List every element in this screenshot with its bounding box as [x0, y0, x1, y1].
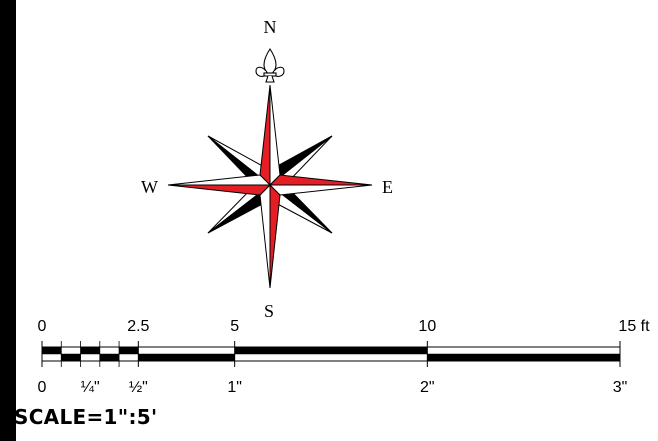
south-label: S [264, 301, 274, 321]
scale-caption: SCALE=1":5' [14, 405, 158, 429]
scale-fine-division [61, 354, 81, 361]
scale-bottom-tick-label: ¼" [81, 379, 100, 396]
scale-bottom-tick-labels: 0 ¼" ½" 1" 2" 3" [38, 379, 628, 396]
east-point-white [268, 184, 373, 196]
east-point-red [268, 174, 373, 186]
scale-segment-2-3-bottom [427, 354, 620, 361]
scale-top-tick-label: 2.5 [127, 318, 149, 335]
scale-top-tick-labels: 0 2.5 5 10 15 ft [38, 318, 651, 335]
north-point-white [269, 84, 281, 187]
scale-bottom-tick-label: ½" [129, 379, 148, 396]
scale-bar: 0 2.5 5 10 15 ft 0 ¼" ½" 1" 2" 3" [38, 318, 651, 396]
scale-fine-division [119, 347, 139, 354]
west-point-red [167, 184, 272, 196]
east-label: E [382, 177, 393, 197]
scale-bottom-tick-label: 1" [227, 379, 242, 396]
compass-rose: N S E W [141, 17, 393, 321]
scale-top-tick-label: 5 [230, 318, 239, 335]
scale-fine-division [99, 354, 120, 361]
scale-bottom-tick-label: 3" [613, 379, 628, 396]
fleur-de-lis-icon [255, 48, 285, 83]
scale-fine-division [80, 347, 100, 354]
scale-fine-division [42, 347, 62, 354]
west-point-white [167, 174, 272, 186]
south-point-red [269, 183, 281, 289]
left-edge-bar [0, 0, 16, 441]
scale-top-tick-label: 10 [418, 318, 436, 335]
scale-segment-1-2-top [234, 347, 428, 354]
scale-segment-half-1-bottom [138, 354, 235, 361]
compass-cardinal-points [167, 84, 373, 289]
west-label: W [141, 177, 158, 197]
scale-top-tick-label: 0 [38, 318, 47, 335]
scale-bar-track [41, 341, 621, 367]
scale-top-tick-label: 15 ft [618, 318, 650, 335]
compass-diagonal-points [207, 135, 333, 234]
scale-bottom-tick-label: 0 [38, 379, 47, 396]
north-point-red [259, 84, 271, 187]
south-point-white [259, 183, 271, 289]
north-label: N [264, 17, 277, 37]
scale-bottom-tick-label: 2" [420, 379, 435, 396]
